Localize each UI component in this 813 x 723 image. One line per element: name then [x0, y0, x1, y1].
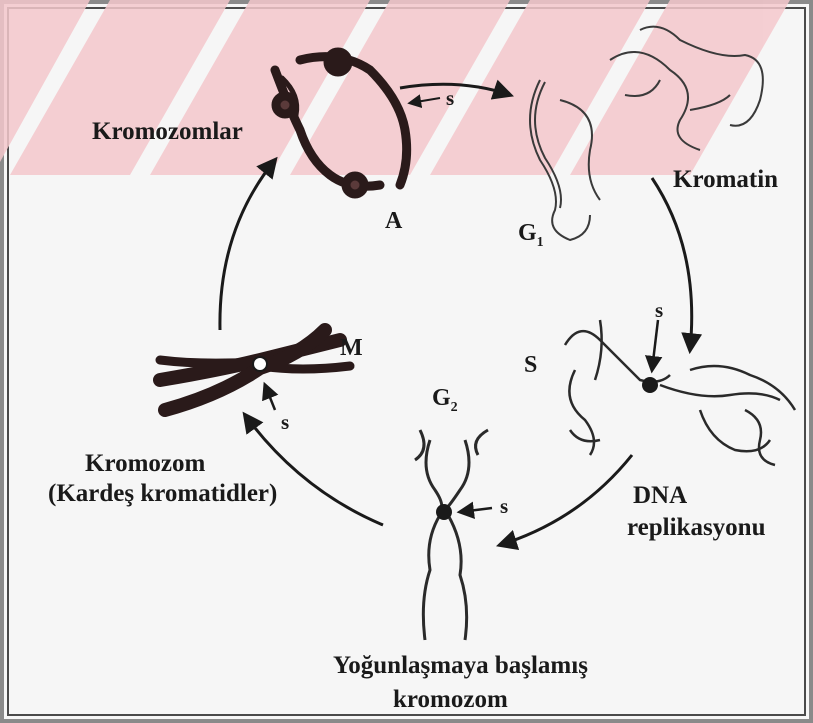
- s-pointer-s: [652, 320, 658, 370]
- label-kromatin: Kromatin: [673, 166, 778, 194]
- label-s-marker-m: s: [281, 410, 289, 435]
- arrow-s-to-g2: [500, 455, 632, 545]
- label-dna-line2: replikasyonu: [627, 514, 765, 542]
- label-s-marker-s: s: [655, 298, 663, 323]
- label-yogun-line1: Yoğunlaşmaya başlamış: [333, 652, 588, 680]
- centromere-m: [253, 357, 267, 371]
- watermark-stripes: [0, 0, 790, 180]
- label-s-marker-a: s: [446, 86, 454, 111]
- centromere-s: [642, 377, 658, 393]
- centromere-g2: [436, 504, 452, 520]
- label-phase-g2: G2: [432, 385, 458, 416]
- replicating-chromatin-s-illustration: [565, 320, 795, 465]
- s-pointer-g2: [460, 508, 492, 512]
- label-phase-g1-sub: 1: [537, 235, 544, 250]
- label-kromozom-line1: Kromozom: [85, 450, 205, 478]
- label-kromozom-line2: (Kardeş kromatidler): [48, 480, 277, 508]
- condensing-chromosome-g2-illustration: [415, 430, 488, 640]
- arrow-g2-to-m: [245, 415, 383, 525]
- arrow-m-to-a: [220, 160, 275, 330]
- label-dna-line1: DNA: [633, 482, 687, 510]
- label-phase-g1: G1: [518, 220, 544, 251]
- s-pointer-m: [265, 385, 275, 410]
- label-s-marker-g2: s: [500, 494, 508, 519]
- label-yogun-line2: kromozom: [393, 686, 508, 714]
- label-kromozomlar: Kromozomlar: [92, 118, 243, 146]
- label-phase-m: M: [340, 335, 363, 362]
- label-phase-g2-sub: 2: [451, 400, 458, 415]
- label-phase-s: S: [524, 352, 537, 379]
- label-phase-a: A: [385, 208, 402, 235]
